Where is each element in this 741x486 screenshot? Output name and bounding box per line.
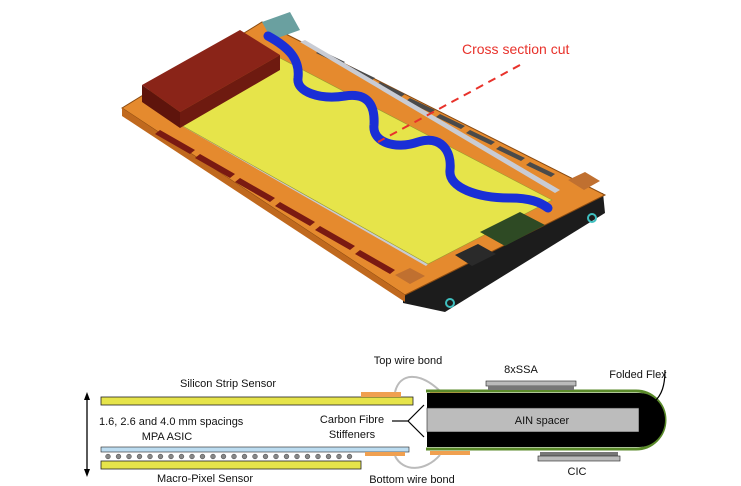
macro-pixel-sensor <box>100 460 362 470</box>
ssa-bumps <box>488 386 574 390</box>
bump-bond <box>189 453 195 460</box>
power-box-top <box>142 30 280 112</box>
mount-hole-icon <box>587 213 597 223</box>
readout-chip <box>455 244 496 266</box>
bump-bond <box>168 453 174 460</box>
bump-bond <box>115 453 122 460</box>
silicon-strip-sensor <box>100 396 414 406</box>
corner-pad <box>568 172 600 190</box>
label-stiffeners: Stiffeners <box>329 429 376 441</box>
bump-bond <box>273 453 279 460</box>
bottom-wire-bond <box>394 454 441 469</box>
bump-bond <box>231 453 237 460</box>
power-box-front <box>180 55 280 128</box>
bump-bond <box>126 453 132 460</box>
bond-pad <box>365 452 405 456</box>
carbon-fibre-top <box>427 393 639 408</box>
arrow-head-down <box>84 469 90 477</box>
bump-bond <box>210 453 216 460</box>
arrow-head-up <box>84 392 90 400</box>
bump-bond <box>220 453 227 460</box>
readout-board <box>480 212 545 246</box>
top-wire-bond <box>394 376 441 393</box>
stiffener-pointer <box>407 420 425 438</box>
folded-flex-arrowhead <box>650 398 658 406</box>
cic-bumps <box>540 452 618 456</box>
label-folded-flex: Folded Flex <box>609 369 667 381</box>
power-box-side <box>142 85 180 128</box>
bump-bond <box>336 453 342 460</box>
bump-bond <box>252 453 258 460</box>
label-mpa-asic: MPA ASIC <box>142 431 193 443</box>
bump-bond <box>262 453 269 460</box>
bump-bond <box>241 453 248 460</box>
bump-bond <box>136 453 143 460</box>
stiffener-pointer <box>407 404 425 422</box>
ssa-chip <box>485 380 577 387</box>
carbon-fibre-bottom <box>427 432 639 447</box>
blue-flex-cable <box>263 31 553 213</box>
cross-section-diagram: Silicon Strip Sensor 1.6, 2.6 and 4.0 mm… <box>84 355 667 486</box>
label-ssa: 8xSSA <box>504 364 538 376</box>
bump-bond <box>157 453 164 460</box>
label-cic: CIC <box>568 466 587 478</box>
cic-chip <box>537 455 621 462</box>
bump-bond <box>283 453 290 460</box>
flex-inner-end <box>639 393 665 447</box>
bump-bond <box>346 453 353 460</box>
mpa-asic <box>100 446 410 453</box>
bond-pad <box>361 392 401 397</box>
module-underside <box>403 193 605 312</box>
folded-flex-pointer <box>653 369 666 403</box>
module-3d-render: Cross section cut <box>121 12 607 312</box>
label-macro-pixel-sensor: Macro-Pixel Sensor <box>157 473 253 485</box>
corner-pad <box>395 268 425 284</box>
cross-section-label: Cross section cut <box>462 41 569 57</box>
mount-hole-icon <box>445 298 455 308</box>
label-carbon-fibre: Carbon Fibre <box>320 414 384 426</box>
grey-stiffener-rear <box>300 40 560 193</box>
front-hybrid-chips <box>155 130 395 274</box>
bump-bond <box>147 453 153 460</box>
bump-bond <box>105 453 111 460</box>
bump-bond <box>325 453 332 460</box>
bond-pad <box>430 451 470 455</box>
label-bottom-wire-bond: Bottom wire bond <box>369 474 455 486</box>
bump-bond <box>178 453 185 460</box>
label-top-wire-bond: Top wire bond <box>374 355 443 367</box>
label-silicon-strip-sensor: Silicon Strip Sensor <box>180 378 276 390</box>
bump-bond <box>199 453 206 460</box>
board-edge <box>122 108 405 302</box>
label-ain-spacer: AIN spacer <box>515 415 570 427</box>
bump-bond <box>294 453 300 460</box>
ain-spacer <box>426 407 640 433</box>
bump-bonds <box>105 453 353 460</box>
bump-bond <box>304 453 311 460</box>
bump-bond <box>315 453 321 460</box>
label-spacings: 1.6, 2.6 and 4.0 mm spacings <box>99 416 244 428</box>
